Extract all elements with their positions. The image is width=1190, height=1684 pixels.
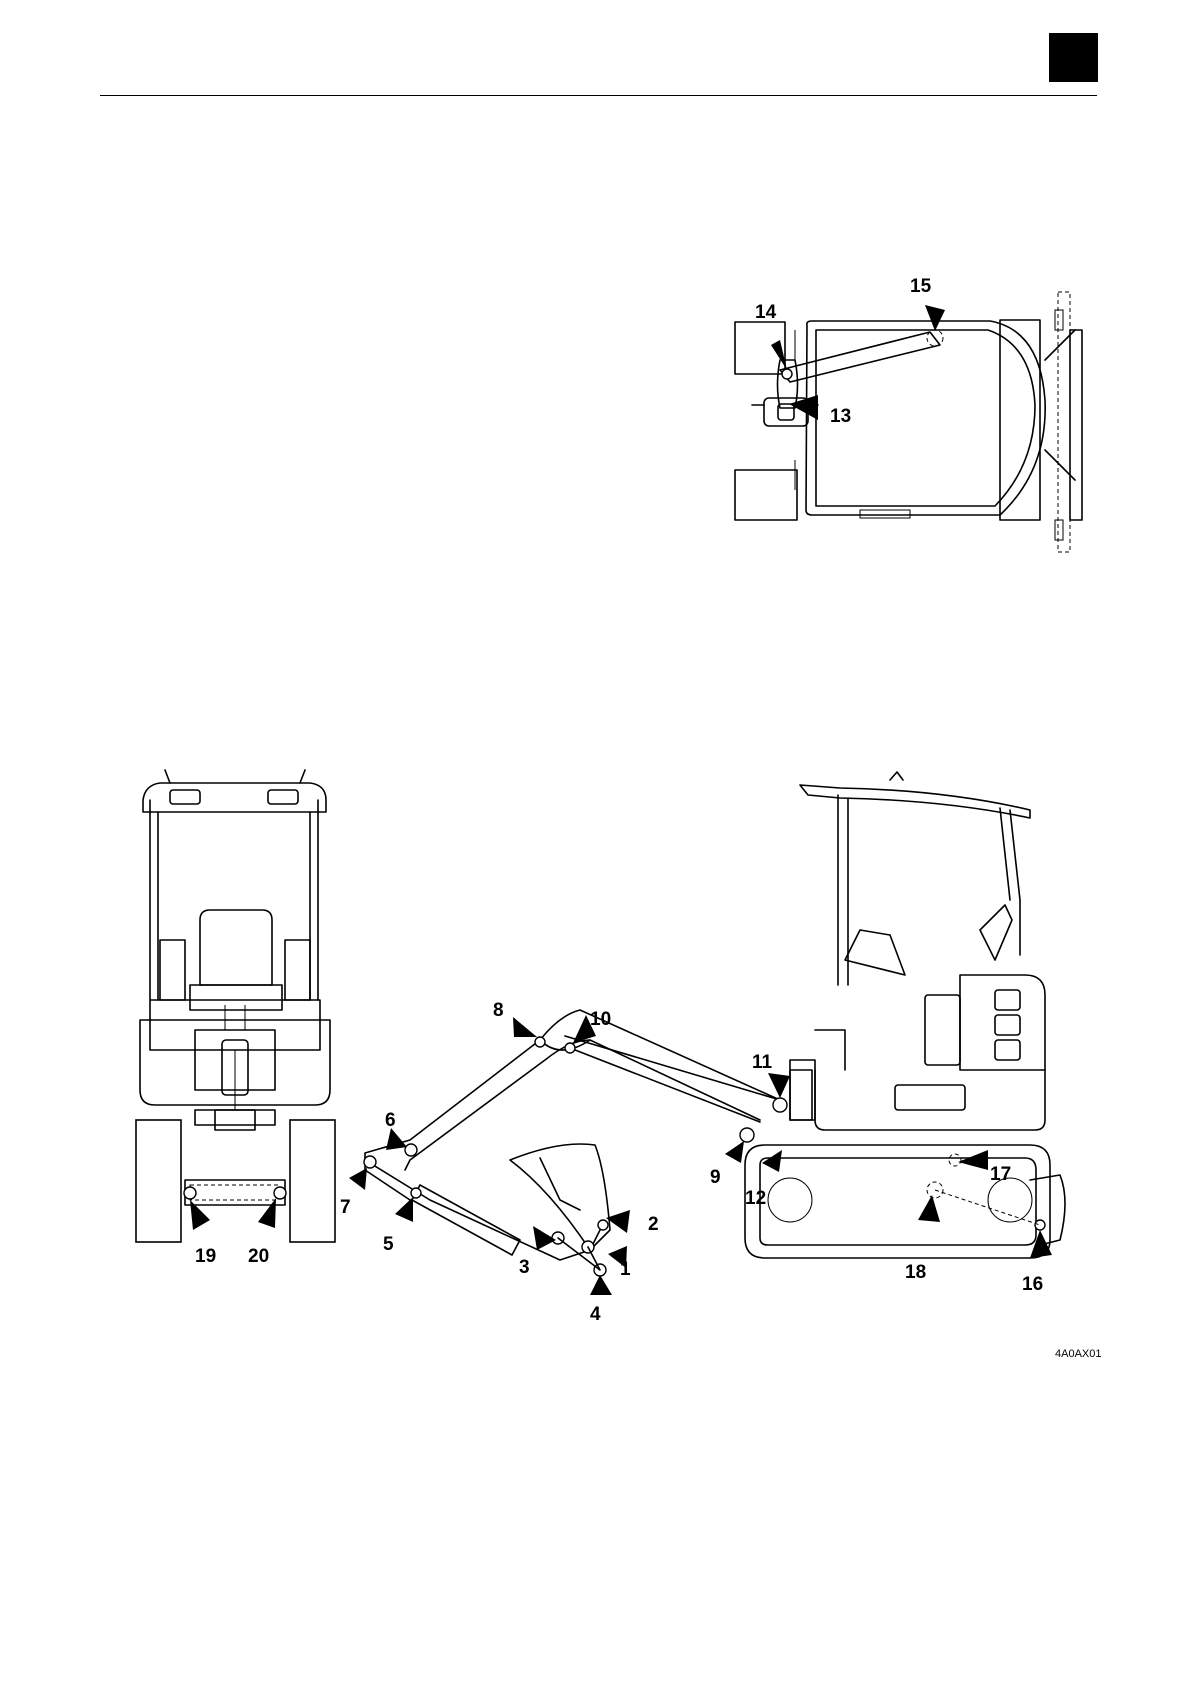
boom-arm-bucket-drawing (364, 1010, 787, 1276)
arrow-8 (513, 1017, 537, 1037)
callout-label-15: 15 (910, 276, 932, 297)
callout-label-12: 12 (745, 1188, 766, 1209)
front-view-drawing (136, 770, 335, 1242)
callout-label-20: 20 (248, 1246, 269, 1267)
callout-label-4: 4 (590, 1304, 601, 1325)
callout-label-10: 10 (590, 1009, 611, 1030)
callout-label-2: 2 (648, 1214, 659, 1235)
callout-label-5: 5 (383, 1234, 394, 1255)
callout-label-3: 3 (519, 1257, 530, 1278)
arrow-11 (768, 1073, 790, 1098)
arrow-6 (386, 1128, 407, 1150)
arrow-5 (395, 1197, 413, 1222)
arrow-17 (958, 1150, 988, 1170)
callout-label-6: 6 (385, 1110, 396, 1131)
callout-label-13: 13 (830, 406, 851, 427)
callout-label-1: 1 (620, 1259, 631, 1280)
callout-label-7: 7 (340, 1197, 351, 1218)
callout-label-11: 11 (752, 1052, 773, 1073)
callout-label-14: 14 (755, 302, 777, 323)
arrow-9 (725, 1141, 744, 1163)
callout-label-18: 18 (905, 1262, 926, 1283)
figure-reference-code: 4A0AX01 (1055, 1348, 1101, 1360)
callout-label-19: 19 (195, 1246, 216, 1267)
callout-label-17: 17 (990, 1164, 1011, 1185)
arrow-4 (590, 1275, 612, 1295)
callout-label-8: 8 (493, 1000, 504, 1021)
arrow-20 (258, 1198, 276, 1228)
arrow-7 (349, 1168, 367, 1190)
arrow-15 (925, 305, 945, 331)
arrow-18 (918, 1195, 940, 1222)
side-view-drawing (745, 772, 1065, 1258)
callout-label-16: 16 (1022, 1274, 1043, 1295)
arrow-16 (1030, 1230, 1052, 1258)
arrow-3 (533, 1226, 556, 1250)
top-view-drawing (735, 292, 1082, 552)
arrow-12 (762, 1150, 782, 1172)
callout-label-9: 9 (710, 1167, 721, 1188)
